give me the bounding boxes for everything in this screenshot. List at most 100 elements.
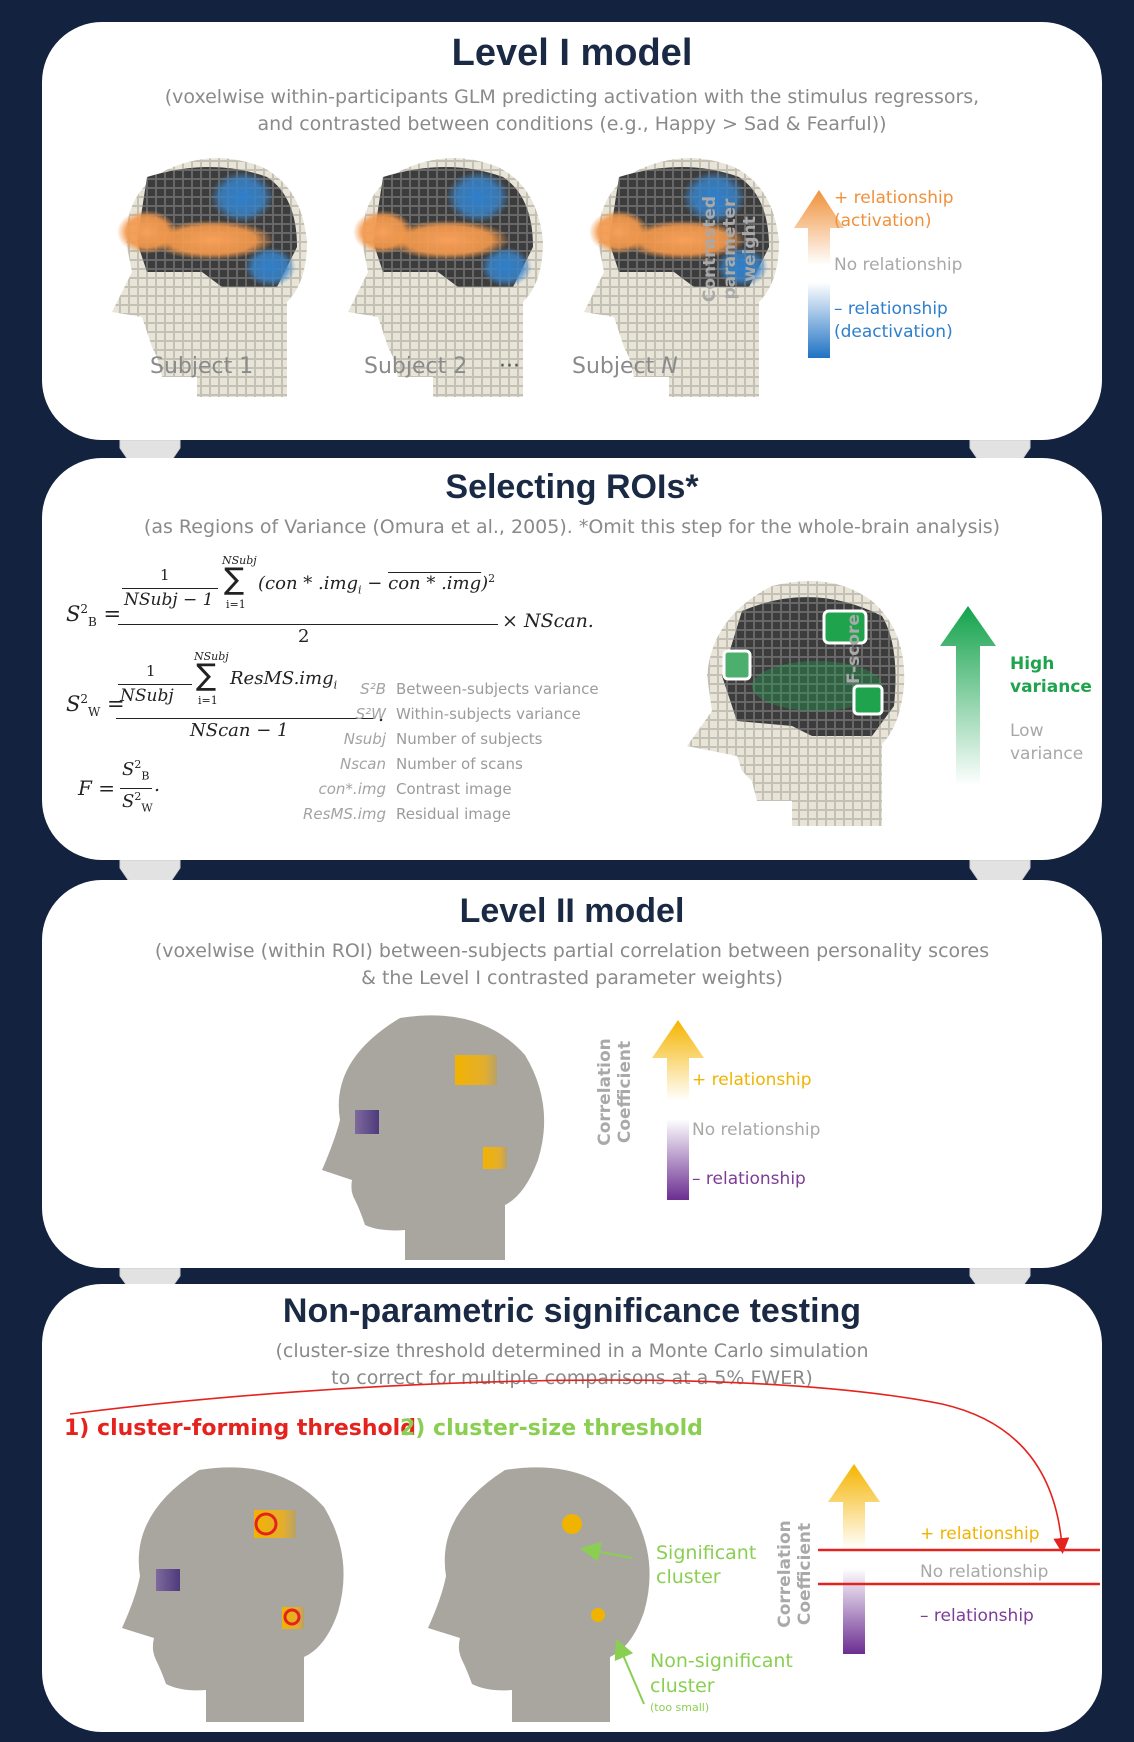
fraction-bar: [118, 684, 192, 685]
low-variance-label: variance: [1010, 744, 1084, 764]
significant-clusters-head: [428, 1467, 650, 1722]
main-fraction-bar: [118, 624, 498, 625]
significant-label: Significant: [656, 1542, 757, 1564]
level2-scale-label: Correlation Coefficient: [595, 1037, 639, 1147]
significant-cluster-label: cluster: [656, 1566, 721, 1588]
sw-one: 1: [146, 662, 156, 680]
level1-subtitle-line1: (voxelwise within-participants GLM predi…: [164, 86, 980, 108]
legend-symbol: S²W: [355, 705, 386, 723]
legend-text: Residual image: [396, 805, 511, 823]
roi-box: [722, 649, 752, 681]
sw-denominator: NScan − 1: [190, 720, 289, 741]
f-numerator: S2B: [122, 758, 150, 783]
scale-label-line2: Coefficient: [615, 1040, 635, 1144]
rois-panel: Selecting ROIs* (as Regions of Variance …: [42, 458, 1102, 860]
level3-color-arrow: [828, 1464, 880, 1654]
negative-cluster: [355, 1110, 379, 1134]
no-relationship-label: No relationship: [834, 255, 963, 275]
subject-2-label: Subject 2: [364, 354, 468, 379]
significant-cluster-dot: [562, 1514, 582, 1534]
threshold-ring: [254, 1512, 278, 1536]
positive-cluster: [455, 1055, 497, 1085]
positive-relationship-label: + relationship: [834, 188, 954, 208]
sw-period: .: [378, 704, 385, 726]
sum-lower-limit: i=1: [226, 598, 246, 611]
sum-lower-limit: i=1: [198, 694, 218, 707]
rois-title: Selecting ROIs*: [445, 468, 699, 506]
legend-symbol: con*.img: [318, 780, 387, 798]
main-fraction-bar: [116, 718, 374, 719]
sb-letter: S: [66, 602, 81, 626]
negative-relationship-label: – relationship: [834, 299, 948, 319]
roi-brain-map: [687, 581, 905, 826]
scale-label-line1: Correlation: [595, 1038, 615, 1146]
threshold-ring: [283, 1608, 301, 1626]
deactivation-blob: [244, 247, 296, 287]
rois-subtitle: (as Regions of Variance (Omura et al., 2…: [143, 516, 1001, 538]
threshold-lines: [818, 1548, 1100, 1586]
significance-title: Non-parametric significance testing: [282, 1292, 862, 1330]
deactivation-blob: [210, 171, 274, 223]
f-den-letter: S: [122, 791, 135, 812]
sum-upper-limit: NSubj: [194, 650, 229, 663]
level1-panel: Level I model (voxelwise within-particip…: [42, 22, 1102, 440]
roi-box: [822, 609, 868, 645]
cluster-pointers: [580, 1542, 645, 1705]
sum-upper-limit: NSubj: [222, 554, 257, 567]
sw-term: ResMS.img: [230, 668, 334, 689]
subject-ellipsis: ···: [499, 354, 520, 379]
sum-sign: ∑: [224, 562, 245, 597]
level1-color-arrow: [794, 190, 844, 358]
f-score-label: F-score: [844, 614, 864, 684]
negative-cluster: [156, 1569, 180, 1591]
level1-title: Level I model: [451, 32, 693, 74]
level1-scale-label: Contrasted parameter weight: [700, 169, 760, 329]
positive-relationship-label: + relationship: [692, 1070, 812, 1090]
legend-symbol: ResMS.img: [303, 805, 386, 823]
sw2-symbol: S2W =: [66, 692, 125, 720]
times-nscan: × NScan.: [502, 610, 594, 632]
subject-n-label: Subject N: [572, 354, 678, 379]
roi-box: [852, 684, 884, 716]
sw-inner-denominator: NSubj: [120, 686, 174, 706]
thresholded-head: [122, 1467, 344, 1722]
cluster-forming-threshold-label: 1) cluster-forming threshold: [64, 1416, 416, 1441]
legend-symbol: Nsubj: [343, 730, 386, 748]
sb-denominator: NSubj − 1: [124, 590, 214, 610]
variance-color-arrow: [940, 606, 996, 786]
high-variance-label: variance: [1010, 677, 1092, 697]
correlation-head: [322, 1015, 545, 1260]
too-small-label: (too small): [650, 1701, 710, 1714]
sb-numerator-term: (con * .imgi − con * .img)2: [258, 572, 496, 597]
subject-n-prefix: Subject: [572, 354, 655, 379]
threshold-arrow: [69, 1379, 1070, 1554]
level2-subtitle-line2: & the Level I contrasted parameter weigh…: [361, 967, 783, 989]
f-symbol: F =: [78, 776, 115, 800]
scale-label-line1: Contrasted: [700, 195, 720, 303]
fraction-bar: [122, 588, 218, 589]
subject-brain-map: [112, 158, 307, 397]
sw-numerator-term: ResMS.imgi: [230, 668, 338, 692]
activation-blob: [150, 220, 274, 260]
f-denominator: S2W: [122, 790, 153, 815]
legend-text: Contrast image: [396, 780, 512, 798]
non-significant-cluster-dot: [591, 1608, 605, 1622]
level1-subtitle-line2: and contrasted between conditions (e.g.,…: [257, 113, 887, 135]
sb2-symbol: S2B =: [66, 602, 122, 630]
significance-panel: Non-parametric significance testing (clu…: [42, 1284, 1102, 1732]
scale-label-line1: Correlation: [775, 1520, 795, 1628]
fraction-bar: [120, 788, 152, 789]
level2-title: Level II model: [459, 892, 685, 930]
legend-text: Between-subjects variance: [396, 680, 599, 698]
level2-color-arrow: [652, 1020, 704, 1200]
no-relationship-label: No relationship: [692, 1120, 821, 1140]
low-label: Low: [1010, 721, 1044, 741]
level2-panel: Level II model (voxelwise (within ROI) b…: [42, 880, 1102, 1268]
f-num-letter: S: [122, 759, 135, 780]
sb-divisor: 2: [298, 626, 310, 647]
high-label: High: [1010, 654, 1055, 674]
deactivation-label: (deactivation): [834, 322, 953, 342]
subject-n-letter: N: [661, 354, 678, 379]
scale-label-line2: parameter weight: [720, 198, 760, 300]
nonsignificant-label: Non-significant: [650, 1650, 793, 1672]
